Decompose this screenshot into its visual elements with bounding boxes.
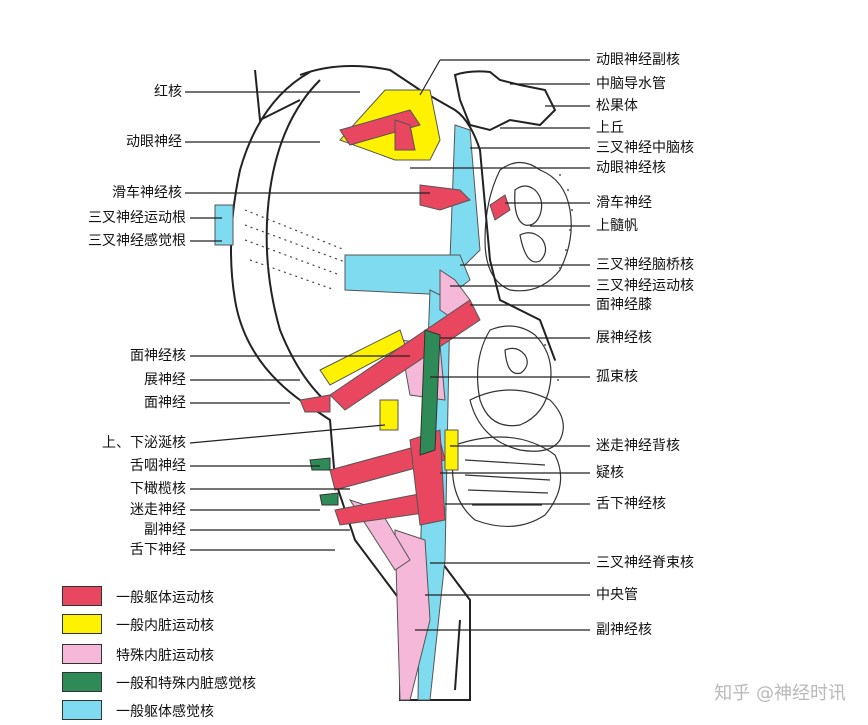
- label-vagus-nerve: 迷走神经: [130, 502, 186, 518]
- label-superior-medullary-velum: 上髓帆: [596, 218, 638, 234]
- legend-swatch: [62, 586, 102, 606]
- label-accessory-nerve: 副神经: [144, 522, 186, 538]
- legend-swatch: [62, 614, 102, 634]
- label-facial-nucleus: 面神经核: [130, 348, 186, 364]
- label-oculomotor-nerve: 动眼神经: [126, 134, 182, 150]
- label-accessory-oculomotor-nucleus: 动眼神经副核: [596, 52, 680, 68]
- legend-label: 一般和特殊内脏感觉核: [116, 676, 256, 692]
- cerebellum-folia: [451, 161, 572, 528]
- label-accessory-nucleus: 副神经核: [596, 622, 652, 638]
- label-solitary-nucleus: 孤束核: [596, 369, 638, 385]
- legend-swatch: [62, 672, 102, 692]
- label-trigeminal-sensory-root: 三叉神经感觉根: [88, 233, 186, 249]
- label-hypoglossal-nucleus: 舌下神经核: [596, 496, 666, 512]
- cerebellum-stipple: [544, 174, 573, 381]
- legend-swatch: [62, 644, 102, 664]
- label-trochlear-nucleus: 滑车神经核: [112, 185, 182, 201]
- brainstem-outline: [230, 65, 557, 701]
- label-facial-nerve: 面神经: [144, 395, 186, 411]
- legend-label: 一般躯体感觉核: [116, 704, 214, 720]
- label-nucleus-ambiguus: 疑核: [596, 465, 624, 481]
- label-superior-colliculus: 上丘: [596, 120, 624, 136]
- sensory-nuclei-cyan: [214, 124, 481, 701]
- label-trigeminal-motor-root: 三叉神经运动根: [88, 210, 186, 226]
- legend-swatch: [62, 700, 102, 720]
- label-trochlear-nerve: 滑车神经: [596, 195, 652, 211]
- label-cerebral-aqueduct: 中脑导水管: [596, 76, 666, 92]
- label-spinal-trigeminal-nucleus: 三叉神经脊束核: [596, 555, 694, 571]
- label-glossopharyngeal-nerve: 舌咽神经: [130, 458, 186, 474]
- label-red-nucleus: 红核: [154, 84, 182, 100]
- somatic-motor-red: [299, 109, 511, 526]
- watermark: 知乎 @神经时讯: [714, 683, 846, 704]
- label-salivatory-nuclei: 上、下泌涎核: [102, 435, 186, 451]
- label-abducens-nerve: 展神经: [144, 372, 186, 388]
- label-facial-genu: 面神经膝: [596, 297, 652, 313]
- legend-label: 一般内脏运动核: [116, 618, 214, 634]
- visceral-sensory-green: [309, 329, 441, 506]
- label-central-canal: 中央管: [596, 587, 638, 603]
- label-pontine-trigeminal-nucleus: 三叉神经脑桥核: [596, 257, 694, 273]
- dotted-pathways: [244, 209, 346, 291]
- legend-label: 特殊内脏运动核: [116, 648, 214, 664]
- label-mesencephalic-trigeminal-nucleus: 三叉神经中脑核: [596, 140, 694, 156]
- leader-lines: [185, 59, 590, 631]
- label-inferior-olivary-nucleus: 下橄榄核: [130, 481, 186, 497]
- label-abducens-nucleus: 展神经核: [596, 330, 652, 346]
- label-dorsal-vagal-nucleus: 迷走神经背核: [596, 438, 680, 454]
- label-hypoglossal-nerve: 舌下神经: [130, 542, 186, 558]
- label-motor-trigeminal-nucleus: 三叉神经运动核: [596, 278, 694, 294]
- label-pineal-body: 松果体: [596, 98, 638, 114]
- label-oculomotor-nucleus: 动眼神经核: [596, 160, 666, 176]
- legend-label: 一般躯体运动核: [116, 590, 214, 606]
